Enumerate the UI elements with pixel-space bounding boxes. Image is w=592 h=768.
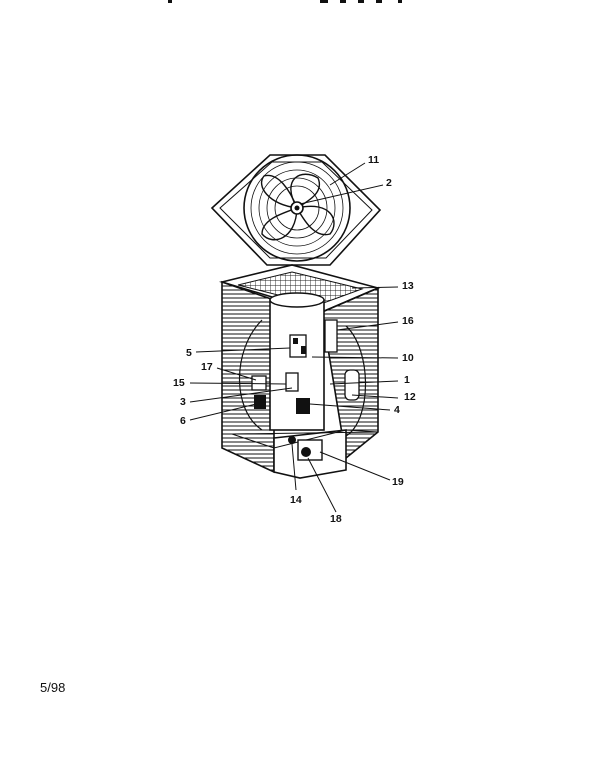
internal-components (251, 292, 360, 461)
callout-6: 6 (180, 415, 186, 427)
callout-15: 15 (173, 377, 185, 389)
callout-19: 19 (392, 476, 404, 488)
callout-4: 4 (394, 404, 400, 416)
leader-lines (189, 162, 399, 513)
top-edge-marks (168, 0, 402, 3)
callout-10: 10 (402, 352, 414, 364)
callout-labels: 11 2 13 16 5 10 17 1 15 12 3 4 6 19 14 1… (173, 154, 416, 525)
callout-1: 1 (404, 374, 410, 386)
callout-17: 17 (201, 361, 213, 373)
callout-12: 12 (404, 391, 416, 403)
callout-5: 5 (186, 347, 192, 359)
callout-3: 3 (180, 396, 186, 408)
date-code: 5/98 (40, 680, 66, 695)
callout-16: 16 (402, 315, 414, 327)
callout-11: 11 (368, 154, 379, 166)
callout-2: 2 (386, 177, 392, 189)
callout-14: 14 (290, 494, 302, 506)
callout-13: 13 (402, 280, 414, 292)
callout-18: 18 (330, 513, 342, 525)
top-cover (210, 154, 382, 266)
fan-blades (261, 173, 335, 241)
